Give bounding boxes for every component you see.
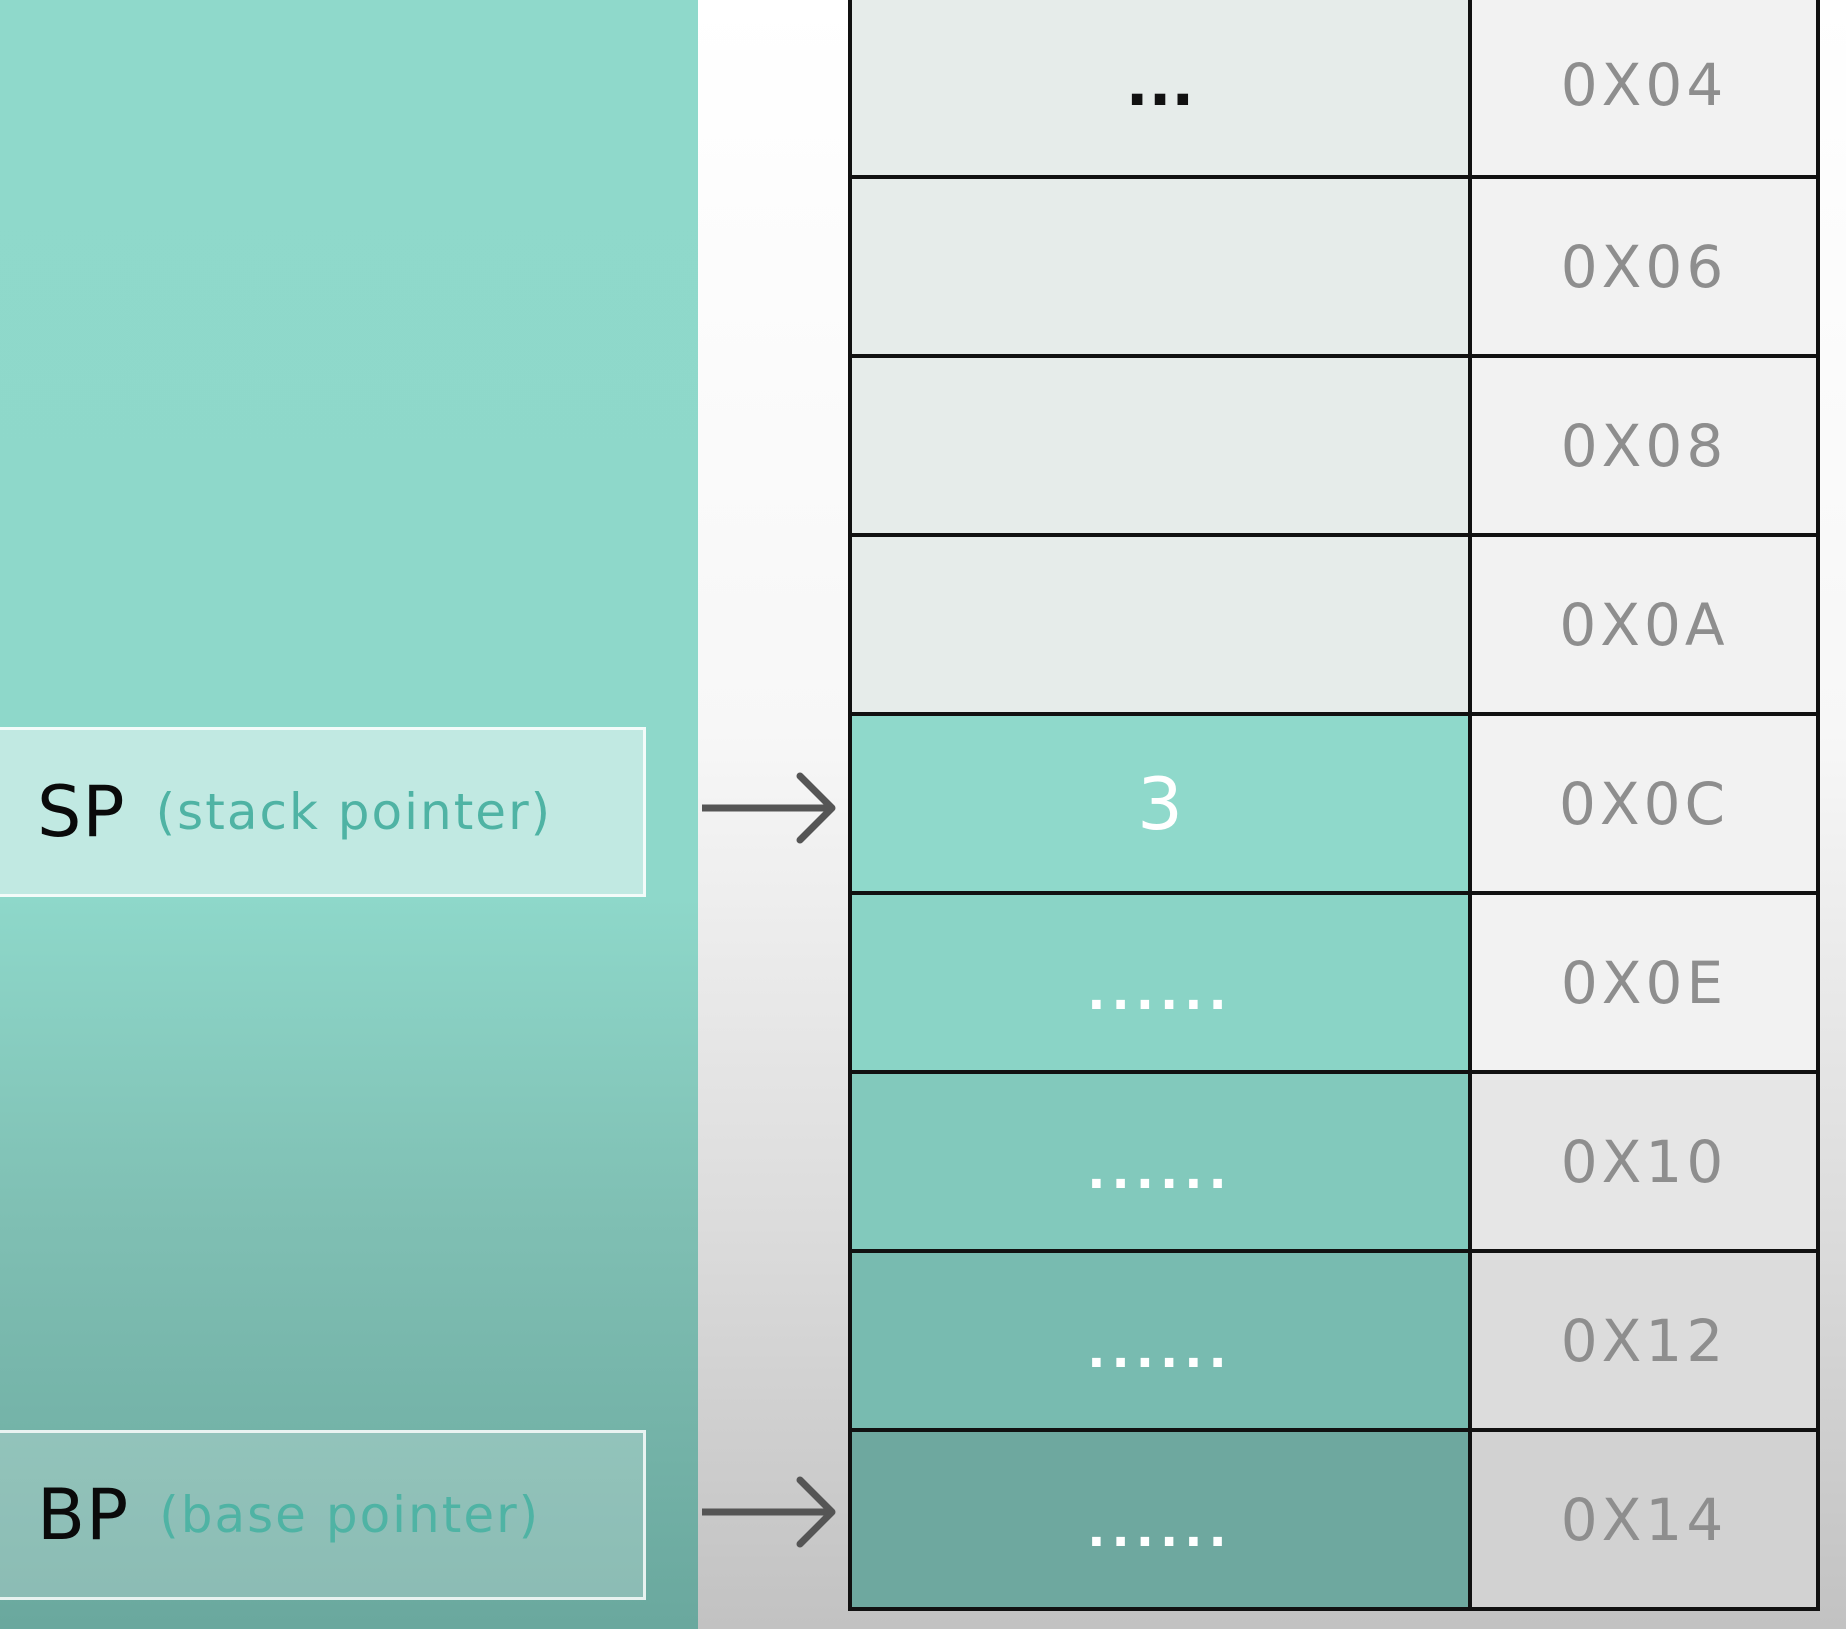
stack-address-cell: 0X06 — [1472, 179, 1816, 354]
stack-value-cell: ...... — [852, 895, 1472, 1070]
stack-value-cell: ...... — [852, 1432, 1472, 1607]
sp-register-label: SP (stack pointer) — [0, 727, 646, 897]
sp-name: SP — [37, 771, 126, 853]
stack-address-cell: 0X0C — [1472, 716, 1816, 891]
stack-value-cell — [852, 358, 1472, 533]
bp-name: BP — [37, 1474, 130, 1556]
stack-value-cell: ...... — [852, 1074, 1472, 1249]
stack-address-cell: 0X0E — [1472, 895, 1816, 1070]
sp-arrow-icon — [702, 772, 836, 844]
stack-value-cell: 3 — [852, 716, 1472, 891]
register-panel: SP (stack pointer) BP (base pointer) — [0, 0, 698, 1629]
stack-address-cell: 0X04 — [1472, 0, 1816, 175]
stack-address-cell: 0X08 — [1472, 358, 1816, 533]
stack-address-cell: 0X14 — [1472, 1432, 1816, 1607]
stack-row: ......0X0E — [852, 891, 1816, 1070]
stack-row: ......0X14 — [852, 1428, 1816, 1607]
stack-value-cell: ... — [852, 0, 1472, 175]
stack-value-cell: ...... — [852, 1253, 1472, 1428]
stack-row: 0X08 — [852, 354, 1816, 533]
stack-value-cell — [852, 179, 1472, 354]
stack-value-cell — [852, 537, 1472, 712]
stack-address-cell: 0X12 — [1472, 1253, 1816, 1428]
stack-address-cell: 0X10 — [1472, 1074, 1816, 1249]
stack-row: ......0X10 — [852, 1070, 1816, 1249]
bp-arrow-icon — [702, 1476, 836, 1548]
stack-address-cell: 0X0A — [1472, 537, 1816, 712]
stack-row: ...0X04 — [852, 0, 1816, 175]
sp-description: (stack pointer) — [155, 783, 553, 841]
stack-row: 0X06 — [852, 175, 1816, 354]
stack-row: 0X0A — [852, 533, 1816, 712]
bp-description: (base pointer) — [159, 1486, 541, 1544]
stack-row: ......0X12 — [852, 1249, 1816, 1428]
bp-register-label: BP (base pointer) — [0, 1430, 646, 1600]
